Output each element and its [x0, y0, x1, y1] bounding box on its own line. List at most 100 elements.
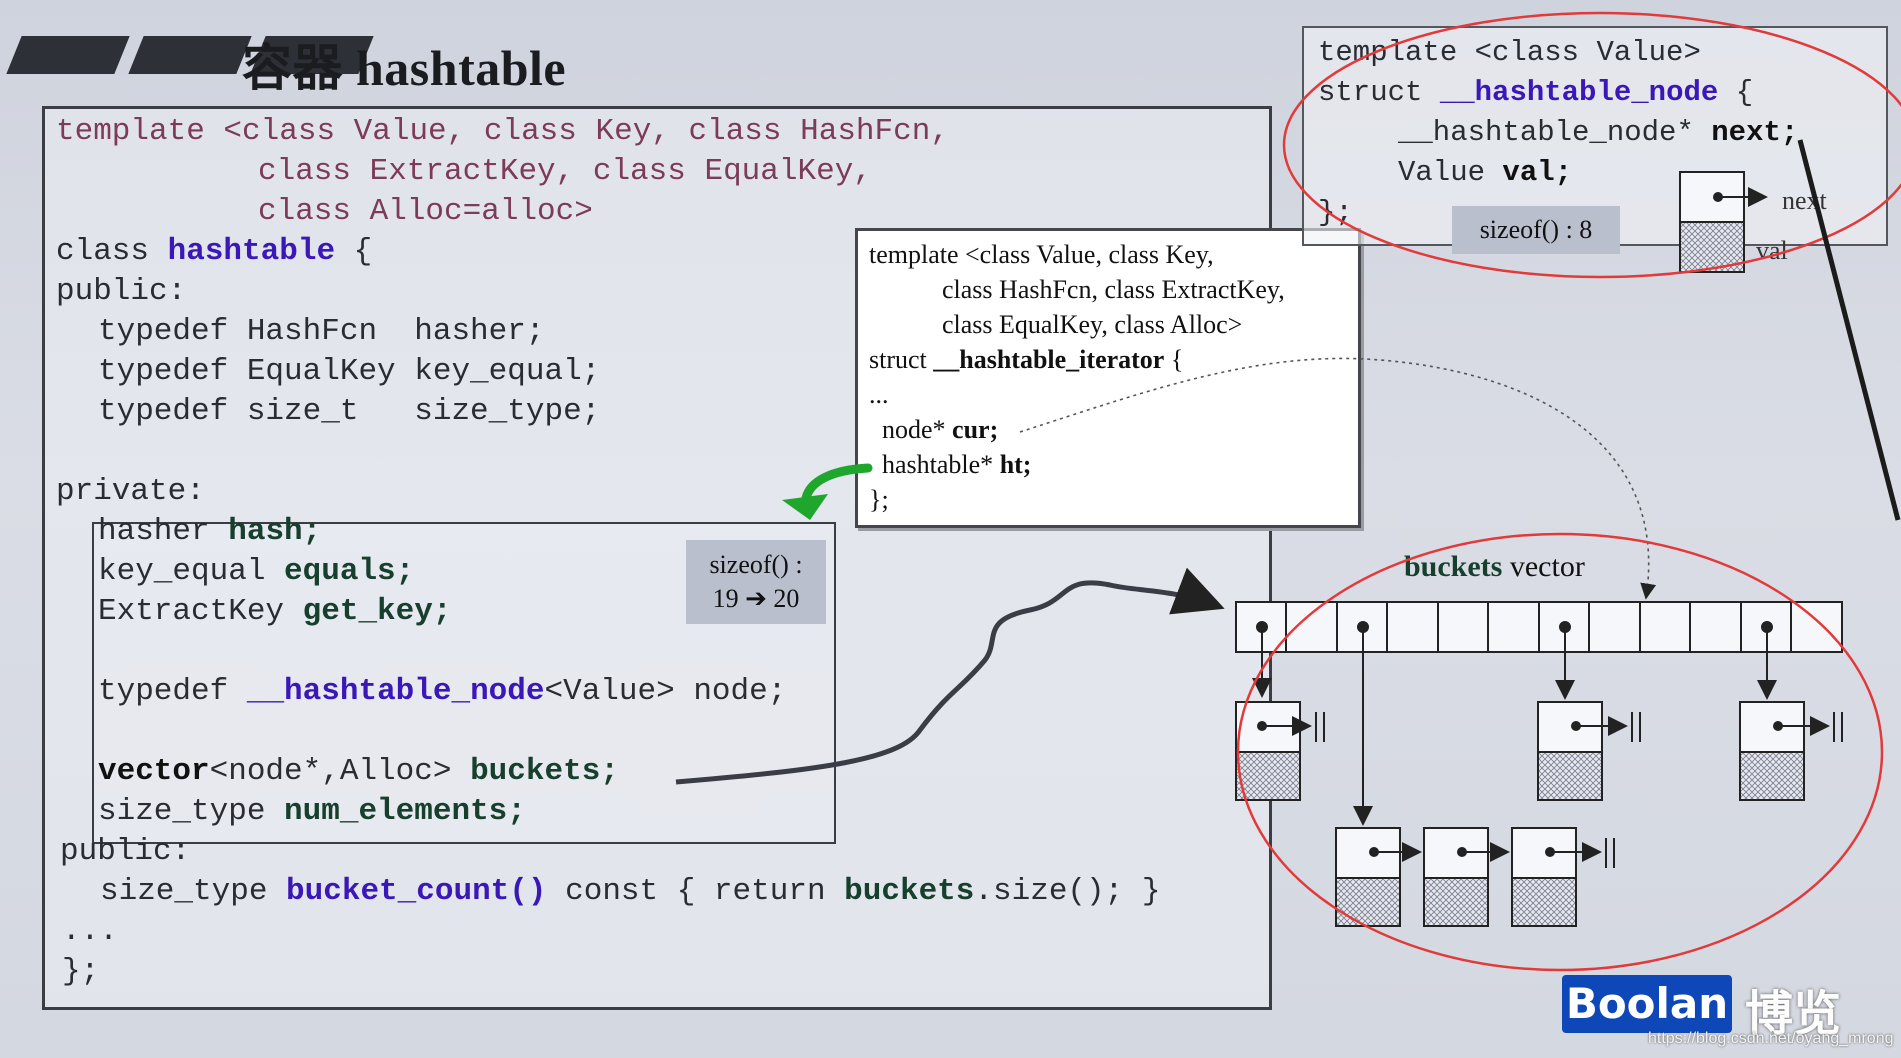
highlight-ring-node: [1282, 11, 1901, 279]
code-line-13: typedef __hashtable_node<Value> node;: [98, 674, 786, 709]
code-typedef-keyword: typedef: [98, 674, 229, 709]
node-line-2: struct __hashtable_node {: [1318, 76, 1753, 109]
code-line-19: };: [62, 954, 99, 989]
code-class-keyword: class: [56, 234, 150, 269]
list-node: [1235, 701, 1325, 801]
it-line-7: hashtable* ht;: [882, 450, 1031, 480]
it-line-1: template <class Value, class Key,: [869, 240, 1214, 269]
bucket-vector: [1235, 601, 1843, 653]
code-class-name: hashtable: [167, 234, 336, 269]
code-ellipsis: ...: [62, 914, 118, 949]
code-vector-keyword: vector: [98, 754, 210, 789]
list-node: [1739, 701, 1843, 801]
code-close: };: [62, 954, 100, 989]
code-type-hasher: hasher: [98, 514, 210, 549]
sizeof-from: 19: [712, 584, 739, 613]
code-member-equals: equals;: [284, 554, 415, 589]
node-member-val: val;: [1502, 156, 1573, 189]
sizeof-arrow-glyph: ➔: [745, 584, 767, 613]
code-line-4: class hashtable {: [56, 234, 372, 269]
sizeof-to: 20: [773, 584, 800, 613]
code-type-size-type: size_type: [98, 794, 266, 829]
buckets-to-vector-arrow: [675, 567, 1225, 785]
code-typedef-size-type: typedef size_t size_type;: [98, 394, 601, 429]
code-line-10: hasher hash;: [98, 514, 321, 549]
code-vector-params: <node*,Alloc>: [209, 754, 452, 789]
code-node-type: __hashtable_node: [246, 674, 545, 709]
code-line-9: private:: [56, 474, 205, 509]
bucket-pointers: [1252, 621, 1777, 826]
code-line-15: size_type num_elements;: [98, 794, 526, 829]
it-member-ht: ht;: [999, 450, 1032, 479]
it-struct-keyword: struct: [869, 345, 927, 374]
it-open-brace: {: [1170, 345, 1184, 374]
sizeof-node-badge: sizeof() : 8: [1452, 206, 1620, 254]
code-line-7: typedef EqualKey key_equal;: [98, 354, 600, 389]
code-private-label: private:: [56, 474, 205, 509]
slide-title: 容器 hashtable: [242, 40, 567, 96]
it-line-4: struct __hashtable_iterator {: [869, 345, 1183, 375]
it-node-type: node*: [882, 415, 946, 444]
node-line-3: __hashtable_node* next;: [1398, 116, 1798, 149]
code-buckets-ref: buckets: [844, 874, 975, 909]
watermark-url: https://blog.csdn.net/oyang_mrong: [1648, 1030, 1894, 1047]
code-line-16: public:: [60, 834, 190, 869]
code-public-label: public:: [56, 274, 187, 309]
highlight-ring-buckets: [1236, 532, 1884, 972]
it-member-cur: cur;: [952, 415, 999, 444]
code-line-1: template <class Value, class Key, class …: [56, 114, 949, 149]
it-line-3: class EqualKey, class Alloc>: [942, 310, 1243, 339]
node-open-brace: {: [1735, 76, 1754, 109]
boolan-logo-cn: 博览: [1745, 986, 1842, 1042]
code-line-12: ExtractKey get_key;: [98, 594, 451, 629]
code-line-17: size_type bucket_count() const { return …: [100, 874, 1160, 909]
code-member-get-key: get_key;: [302, 594, 452, 629]
node-line-1: template <class Value>: [1318, 36, 1701, 69]
code-line-6: typedef HashFcn hasher;: [98, 314, 544, 349]
code-fn-bucket-count: bucket_count(): [286, 874, 547, 909]
node-struct-name: __hashtable_node: [1439, 76, 1719, 109]
green-arrow-icon: [801, 463, 873, 503]
sizeof-hashtable-badge: sizeof() : 19 ➔ 20: [686, 540, 826, 624]
sizeof-hashtable-values: 19 ➔ 20: [686, 582, 826, 616]
list-node: [1335, 827, 1422, 927]
it-struct-name: __hashtable_iterator: [933, 345, 1165, 374]
node-struct-keyword: struct: [1318, 76, 1423, 109]
iterator-code-box: [855, 228, 1361, 528]
code-line-14: vector<node*,Alloc> buckets;: [98, 754, 619, 789]
node-line-4: Value val;: [1398, 156, 1572, 189]
it-line-8: };: [869, 485, 889, 514]
code-line-11: key_equal equals;: [98, 554, 414, 589]
boolan-logo: Boolan: [1562, 975, 1732, 1033]
code-member-buckets: buckets;: [470, 754, 619, 789]
code-type-extractkey: ExtractKey: [98, 594, 285, 629]
code-line-18: ...: [62, 914, 118, 949]
code-member-hash: hash;: [228, 514, 322, 549]
cur-pointer-curve: [1019, 357, 1657, 600]
code-template-params-2: class ExtractKey, class EqualKey,: [258, 154, 872, 189]
code-line-2: class ExtractKey, class EqualKey,: [258, 154, 872, 189]
node-illustration: [1679, 171, 1768, 273]
code-member-num-elements: num_elements;: [284, 794, 526, 829]
pointer-stick: [1797, 139, 1901, 521]
code-template-params-3: class Alloc=alloc>: [258, 194, 593, 229]
green-arrowhead-icon: [782, 494, 828, 520]
code-line-5: public:: [56, 274, 186, 309]
node-label-val: val: [1756, 236, 1788, 265]
list-node: [1423, 827, 1510, 927]
code-node-alias: <Value> node;: [544, 674, 787, 709]
node-val-type: Value: [1398, 156, 1486, 189]
code-open-brace: {: [353, 234, 373, 269]
code-public-label-2: public:: [60, 834, 191, 869]
sizeof-hashtable-label: sizeof() :: [709, 550, 803, 579]
it-line-2: class HashFcn, class ExtractKey,: [942, 275, 1285, 304]
code-line-3: class Alloc=alloc>: [258, 194, 593, 229]
node-next-type: __hashtable_node*: [1398, 116, 1694, 149]
it-line-5: ...: [869, 380, 889, 409]
it-line-6: node* cur;: [882, 415, 998, 445]
buckets-label-normal: vector: [1509, 550, 1585, 583]
node-member-next: next;: [1711, 116, 1799, 149]
code-typedef-key-equal: typedef EqualKey key_equal;: [98, 354, 601, 389]
